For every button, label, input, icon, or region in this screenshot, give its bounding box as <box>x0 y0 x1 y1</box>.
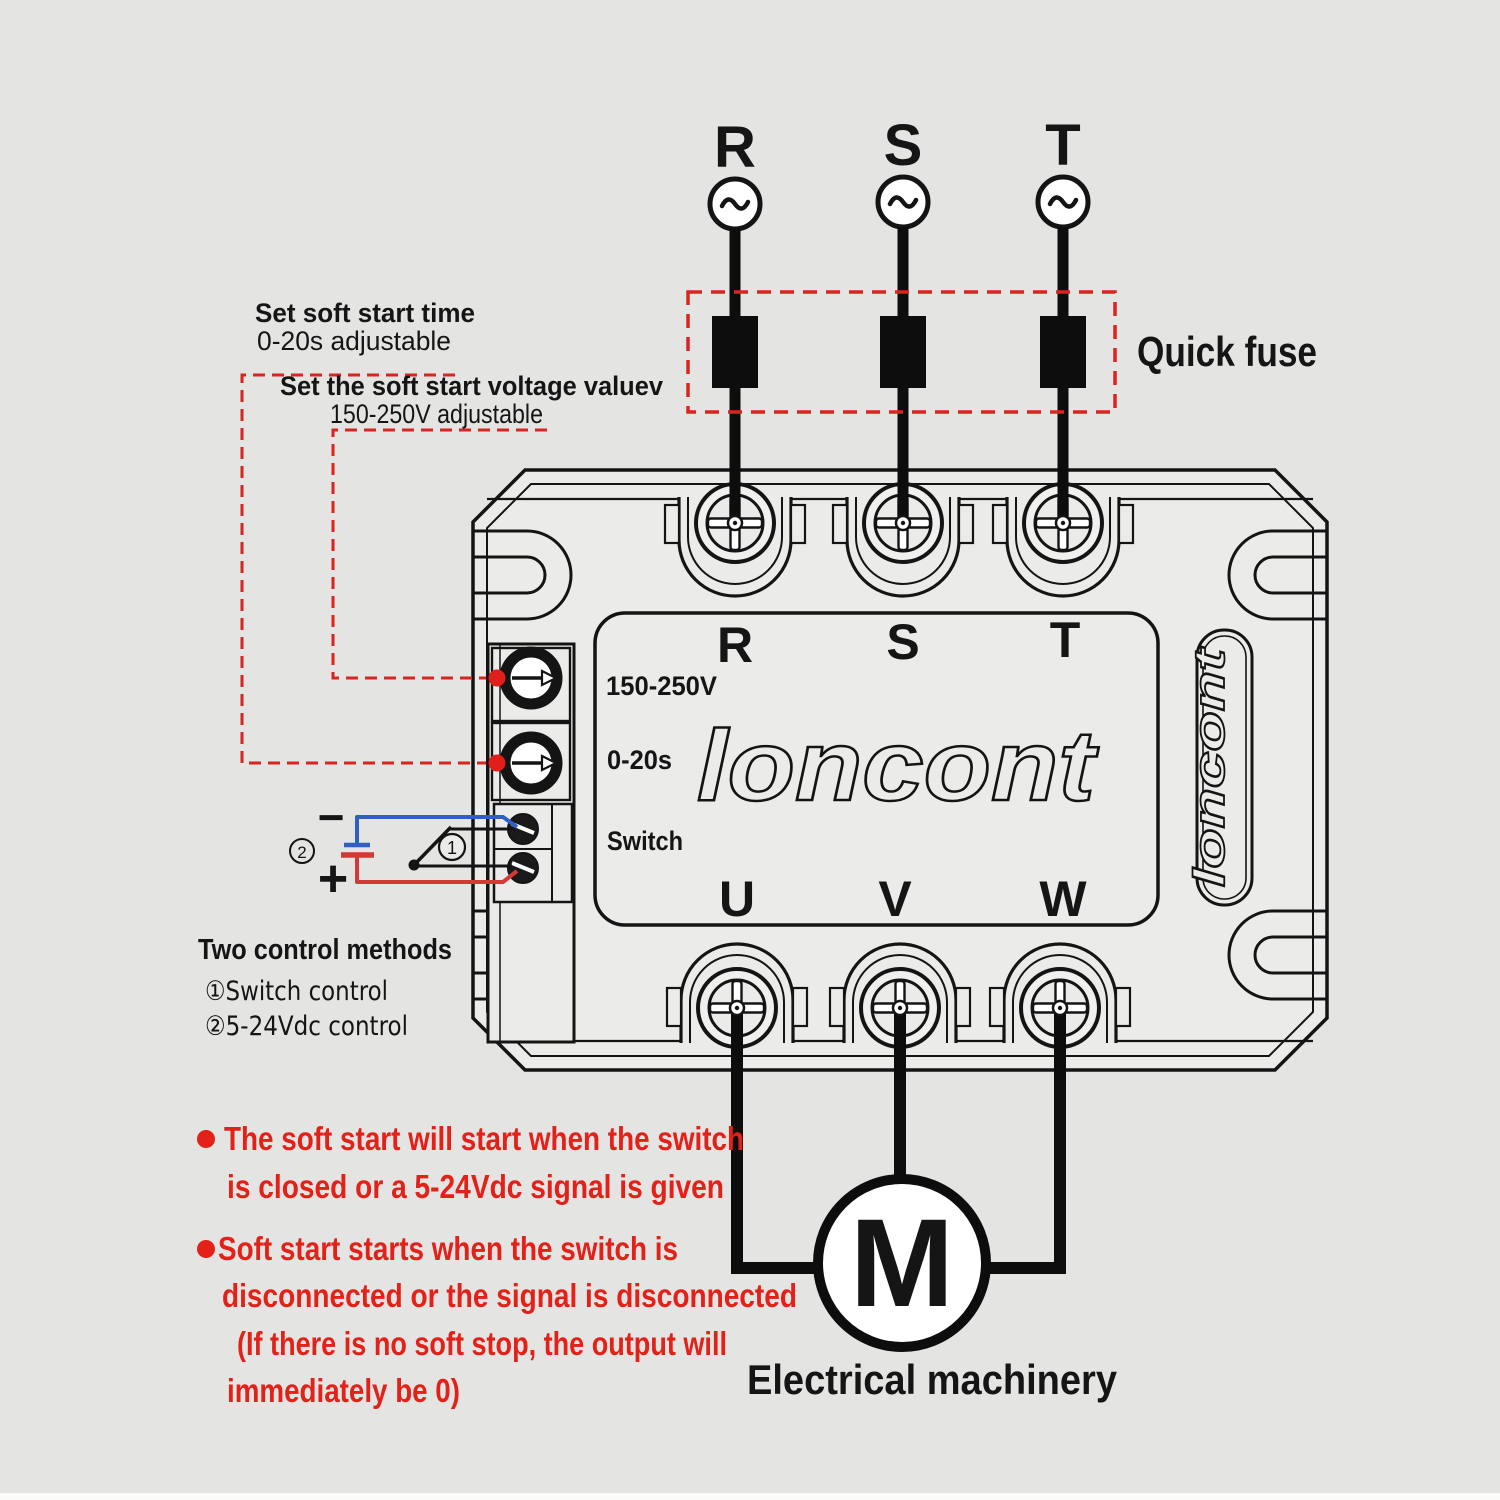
pot-time-label: 0-20s <box>607 745 672 775</box>
screw-centers <box>726 514 1072 1017</box>
voltage-leader-dot <box>488 669 506 687</box>
time-note-title: Set soft start time <box>255 298 475 328</box>
red-notes: The soft start will start when the switc… <box>197 1120 797 1409</box>
note-line: immediately be 0) <box>227 1372 460 1409</box>
side-brand-pill-inner <box>1202 635 1247 900</box>
label-plate <box>593 611 1160 927</box>
volt-note-sub: 150-250V adjustable <box>330 399 543 429</box>
note-line: is closed or a 5-24Vdc signal is given <box>227 1168 724 1205</box>
motor-label: Electrical machinery <box>747 1356 1118 1403</box>
time-leader <box>240 373 486 765</box>
plate-out-v: V <box>878 871 912 927</box>
plate-out-w: W <box>1039 871 1087 927</box>
mount-notch-bottom-right <box>1227 909 1327 1001</box>
quick-fuse-label: Quick fuse <box>1137 328 1317 375</box>
quick-fuse-box <box>686 290 1117 414</box>
side-brand-logo: loncont <box>1185 645 1234 887</box>
voltage-potentiometer <box>499 646 563 710</box>
mount-notch-top-left <box>473 529 573 621</box>
method2-number: 2 <box>297 843 306 862</box>
control-wiring: 1 2 − + <box>289 791 519 908</box>
switch-pivot-dot <box>408 859 420 871</box>
plus-sign: + <box>318 850 348 908</box>
sine-icon <box>1047 195 1079 209</box>
methods-item2: ②5-24Vdc control <box>205 1011 408 1042</box>
voltage-leader <box>331 428 547 680</box>
note-line: (If there is no soft stop, the output wi… <box>237 1325 727 1362</box>
soft-starter-module: R S T U V W 150-250V 0-20s Switch loncon… <box>471 468 1329 1072</box>
phase-label-r: R <box>714 115 756 180</box>
sine-icon <box>887 195 919 209</box>
sine-icon <box>719 197 751 211</box>
methods-title: Two control methods <box>198 934 452 966</box>
switch-label: Switch <box>607 826 683 856</box>
note-line: Soft start starts when the switch is <box>218 1230 678 1267</box>
load-wire-u <box>731 1008 820 1274</box>
fuse-t <box>1040 316 1086 388</box>
motor-circle <box>813 1174 991 1352</box>
left-annotations: Set soft start time 0-20s adjustable Set… <box>198 298 663 1042</box>
load-wires <box>731 1008 1066 1274</box>
time-note-sub: 0-20s adjustable <box>257 326 451 356</box>
motor-symbol: M <box>850 1194 954 1333</box>
load-wire-w <box>984 1008 1066 1274</box>
annotation-leaders <box>240 373 547 765</box>
volt-note-title: Set the soft start voltage valuev <box>280 371 663 401</box>
phase-label-t: T <box>1045 113 1080 178</box>
time-potentiometer <box>499 731 563 795</box>
note-line: disconnected or the signal is disconnect… <box>222 1277 797 1314</box>
phase-sources: R S T <box>707 113 1091 232</box>
side-brand-pill <box>1195 628 1254 907</box>
phase-label-s: S <box>884 113 923 178</box>
motor: M <box>813 1174 991 1352</box>
note-line: The soft start will start when the switc… <box>224 1120 744 1157</box>
fuse-r <box>712 316 758 388</box>
plate-in-r: R <box>717 617 753 673</box>
brand-logo: loncont <box>697 710 1099 822</box>
method1-number: 1 <box>447 838 457 858</box>
image-bottom-strip <box>0 1493 1500 1500</box>
minus-sign: − <box>318 791 345 843</box>
mount-notch-top-right <box>1227 529 1327 621</box>
fuses <box>712 316 1086 388</box>
dc-plus-wire <box>355 855 519 884</box>
switch-blade <box>412 825 453 867</box>
dc-minus-wire <box>355 815 519 845</box>
plate-in-s: S <box>886 614 919 670</box>
time-leader-dot <box>488 754 506 772</box>
plate-out-u: U <box>719 871 755 927</box>
methods-item1: ①Switch control <box>205 976 388 1007</box>
pot-voltage-label: 150-250V <box>606 671 717 701</box>
method1-badge <box>437 832 467 862</box>
bullet-icon <box>197 1240 215 1258</box>
method2-badge <box>289 838 315 864</box>
fuse-s <box>880 316 926 388</box>
plate-in-t: T <box>1050 612 1081 668</box>
bullet-icon <box>197 1130 215 1148</box>
